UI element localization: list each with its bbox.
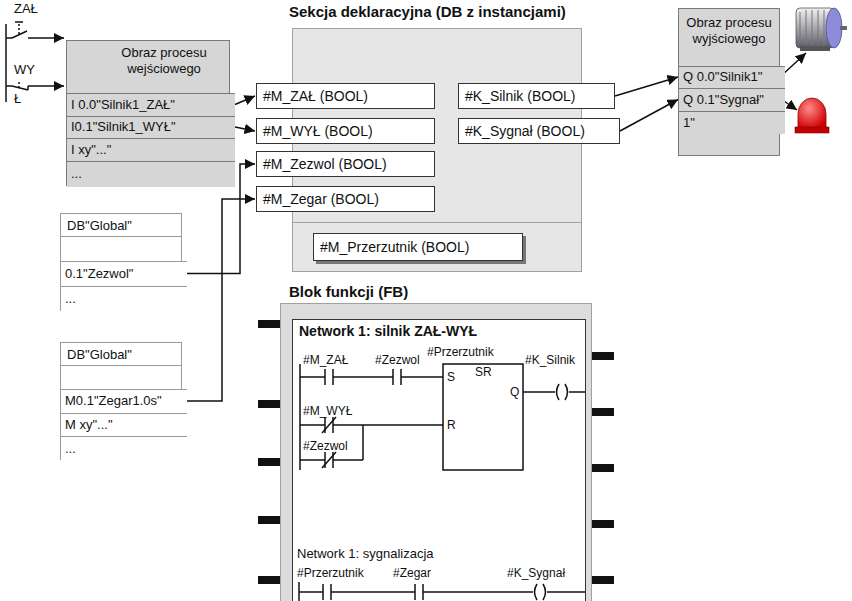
- text-anchor: ZAŁ: [14, 2, 38, 16]
- text-anchor: #K_Sygnał: [507, 566, 565, 580]
- cell-text: M0.1"Zegar1.0s": [61, 390, 187, 412]
- cell-text: I xy"...": [67, 139, 235, 160]
- contact-name: #Przerzutnik: [297, 566, 364, 580]
- coil-name: #K_Sygnał: [507, 566, 565, 580]
- panel-heading: Obraz procesu wyjściowego: [679, 9, 779, 47]
- text-anchor: SR: [475, 365, 492, 379]
- data-block-table: DB"Global"M0.1"Zegar1.0s"M xy"..."...: [60, 342, 182, 460]
- flipflop-name: #Przerzutnik: [427, 345, 494, 359]
- cell-text: #M_ZAŁ (BOOL): [257, 84, 434, 108]
- text-anchor: WY: [14, 63, 35, 77]
- text-anchor: Q: [510, 385, 519, 399]
- data-block-row: 0.1"Zezwol": [61, 261, 187, 286]
- table-heading: DB"Global": [61, 214, 181, 237]
- text-anchor: #Zezwol: [375, 353, 420, 367]
- cell-text: #M_Zezwol (BOOL): [257, 152, 434, 176]
- text-anchor: #Przerzutnik: [427, 345, 494, 359]
- text-anchor: R: [447, 418, 456, 432]
- variable-box: #M_Zezwol (BOOL): [256, 151, 435, 177]
- section-divider: [293, 222, 581, 223]
- signal-arrow: [235, 127, 255, 131]
- function-block-panel: Blok funkcji (FB) Network 1: silnik ZAŁ-…: [280, 303, 592, 601]
- contact-name: #Zezwol: [303, 439, 348, 453]
- panel-heading: Obraz procesu wejściowego: [67, 41, 229, 77]
- variable-box: #K_Silnik (BOOL): [458, 83, 615, 109]
- text-anchor: Sekcja deklaracyjna (DB z instancjami): [289, 3, 566, 20]
- address-row: I 0.0"Silnik1_ZAŁ": [67, 93, 235, 116]
- text-anchor: #Przerzutnik: [297, 566, 364, 580]
- data-block-table: DB"Global"0.1"Zezwol"...: [60, 213, 182, 311]
- data-block-row: M0.1"Zegar1.0s": [61, 389, 187, 413]
- switch-label: ZAŁ: [14, 2, 38, 16]
- section-title: Blok funkcji (FB): [289, 283, 408, 300]
- address-row: I0.1"Silnik1_WYŁ": [67, 116, 235, 138]
- data-block-row: ...: [61, 436, 187, 461]
- pin-name: Q: [510, 385, 519, 399]
- cell-text: I 0.0"Silnik1_ZAŁ": [67, 94, 235, 115]
- text-anchor: Network 1: silnik ZAŁ-WYŁ: [299, 323, 477, 339]
- variable-box: #M_ZAŁ (BOOL): [256, 83, 435, 109]
- contact-name: #M_WYŁ: [303, 404, 352, 418]
- static-variable-box: #M_Przerzutnik (BOOL): [313, 233, 523, 261]
- data-block-row: M xy"...": [61, 413, 187, 436]
- cell-text: #M_Zegar (BOOL): [257, 187, 434, 211]
- cell-text: #K_Sygnał (BOOL): [459, 119, 619, 143]
- network-title: Network 1: silnik ZAŁ-WYŁ: [299, 323, 477, 339]
- text-anchor: Blok funkcji (FB): [289, 283, 408, 300]
- network-box: Network 1: silnik ZAŁ-WYŁ Network 1: sygn…: [292, 319, 586, 601]
- signal-arrow: [235, 96, 255, 105]
- coil-name: #K_Silnik: [525, 353, 575, 367]
- process-image-panel: Obraz procesu wejściowegoI 0.0"Silnik1_Z…: [66, 40, 230, 186]
- data-block-row: ...: [61, 286, 187, 312]
- text-anchor: #Zezwol: [303, 439, 348, 453]
- contact-name: #Zezwol: [375, 353, 420, 367]
- pin-name: S: [447, 370, 455, 384]
- cell-text: ...: [61, 287, 187, 311]
- variable-box: #M_Zegar (BOOL): [256, 186, 435, 212]
- contact-name: #Zegar: [393, 566, 431, 580]
- process-image-panel: Obraz procesu wyjściowegoQ 0.0"Silnik1"Q…: [678, 8, 780, 156]
- switch-symbol: [6, 22, 64, 102]
- cell-text: Q 0.0"Silnik1": [679, 67, 785, 87]
- text-anchor: S: [447, 370, 455, 384]
- cell-text: #K_Silnik (BOOL): [459, 84, 614, 108]
- cell-text: ...: [61, 437, 187, 460]
- declaration-section: Sekcja deklaracyjna (DB z instancjami)#M…: [292, 28, 582, 272]
- address-row: Q 0.1"Sygnał": [679, 88, 785, 111]
- cell-text: 1": [679, 112, 785, 133]
- cell-text: Q 0.1"Sygnał": [679, 89, 785, 110]
- variable-box: #K_Sygnał (BOOL): [458, 118, 620, 144]
- network-title: Network 1: sygnalizacja: [297, 546, 434, 561]
- contact-name: #M_ZAŁ: [303, 353, 348, 367]
- signal-lamp: [795, 98, 829, 133]
- cell-text: I0.1"Silnik1_WYŁ": [67, 117, 235, 137]
- table-heading: DB"Global": [61, 343, 181, 366]
- address-row: ...: [67, 161, 235, 187]
- cell-text: #M_WYŁ (BOOL): [257, 119, 434, 143]
- signal-arrow: [620, 100, 678, 132]
- text-anchor: Network 1: sygnalizacja: [297, 546, 434, 561]
- text-anchor: #K_Silnik: [525, 353, 575, 367]
- switch-label: WY: [14, 63, 35, 77]
- signal-arrow: [615, 77, 678, 96]
- pin-name: R: [447, 418, 456, 432]
- text-anchor: #M_ZAŁ: [303, 353, 348, 367]
- address-row: I xy"...": [67, 138, 235, 161]
- signal-arrow: [187, 199, 255, 401]
- switch-label: Ł: [14, 92, 21, 106]
- cell-text: ...: [67, 162, 235, 186]
- address-row: 1": [679, 111, 785, 134]
- text-anchor: Ł: [14, 92, 21, 106]
- motor-icon: [796, 8, 847, 51]
- text-anchor: #M_WYŁ: [303, 404, 352, 418]
- text-anchor: #Zegar: [393, 566, 431, 580]
- block-type: SR: [475, 365, 492, 379]
- cell-text: 0.1"Zezwol": [61, 262, 187, 285]
- address-row: Q 0.0"Silnik1": [679, 66, 785, 88]
- cell-text: M xy"...": [61, 414, 187, 435]
- section-title: Sekcja deklaracyjna (DB z instancjami): [289, 3, 566, 20]
- variable-box: #M_WYŁ (BOOL): [256, 118, 435, 144]
- cell-text: #M_Przerzutnik (BOOL): [314, 234, 522, 260]
